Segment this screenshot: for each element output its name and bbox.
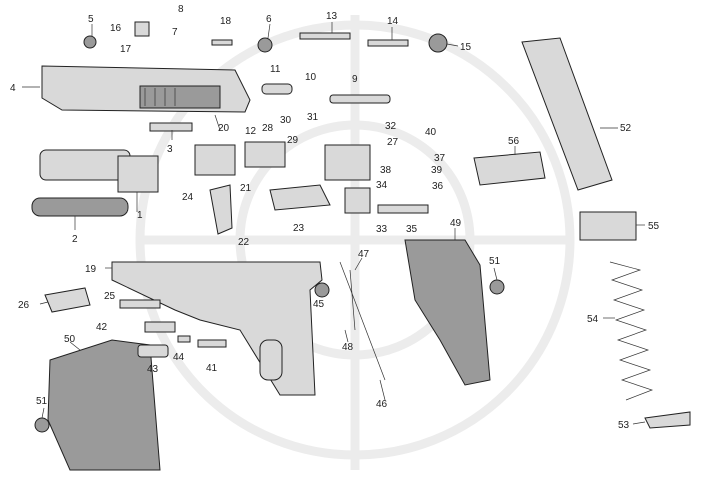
part-label-9: 9 [352, 74, 358, 85]
part-label-11: 11 [270, 64, 281, 75]
frame-part [111, 261, 323, 396]
mag-follower-part [579, 211, 637, 241]
part-label-2: 2 [72, 234, 78, 245]
mag-spring-part [609, 261, 654, 401]
part-label-40: 40 [425, 127, 437, 138]
part-label-8: 8 [178, 4, 184, 15]
right-grip-part [404, 239, 491, 386]
part-label-30: 30 [280, 115, 292, 126]
part-label-45: 45 [313, 299, 325, 310]
part-label-24: 24 [182, 192, 194, 203]
part-label-10: 10 [305, 72, 317, 83]
part-label-20: 20 [218, 123, 230, 134]
part-label-35: 35 [406, 224, 418, 235]
part-label-5: 5 [88, 14, 94, 25]
part-label-23: 23 [293, 223, 305, 234]
part-label-36: 36 [432, 181, 444, 192]
part-label-54: 54 [587, 314, 599, 325]
part-label-48: 48 [342, 342, 354, 353]
part-label-16: 16 [110, 23, 122, 34]
part-label-19: 19 [85, 264, 97, 275]
slide-part [41, 65, 251, 113]
part-label-18: 18 [220, 16, 232, 27]
part-label-53: 53 [618, 420, 630, 431]
part-label-22: 22 [238, 237, 250, 248]
part-label-42: 42 [96, 322, 108, 333]
part-label-46: 46 [376, 399, 388, 410]
part-label-14: 14 [387, 16, 399, 27]
small-parts [34, 21, 505, 433]
part-label-55: 55 [648, 221, 660, 232]
part-label-1: 1 [137, 210, 143, 221]
part-label-41: 41 [206, 363, 218, 374]
part-label-17: 17 [120, 44, 132, 55]
part-label-44: 44 [173, 352, 185, 363]
part-label-3: 3 [167, 144, 173, 155]
part-label-7: 7 [172, 27, 178, 38]
part-label-51a: 51 [489, 256, 501, 267]
part-label-32: 32 [385, 121, 397, 132]
mag-baseplate-part [644, 411, 691, 429]
part-label-52: 52 [620, 123, 632, 134]
part-label-29: 29 [287, 135, 299, 146]
part-labels: 1 2 3 4 5 6 7 8 9 10 11 12 13 14 15 16 1… [10, 4, 660, 431]
part-label-27: 27 [387, 137, 399, 148]
part-label-12: 12 [245, 126, 257, 137]
part-label-39: 39 [431, 165, 443, 176]
barrel-part [39, 149, 159, 193]
mag-top-part [473, 151, 546, 186]
part-label-43: 43 [147, 364, 159, 375]
leader-lines [22, 22, 646, 425]
part-label-6: 6 [266, 14, 272, 25]
part-label-26: 26 [18, 300, 30, 311]
part-label-33: 33 [376, 224, 388, 235]
part-label-51b: 51 [36, 396, 48, 407]
part-label-37: 37 [434, 153, 446, 164]
recoil-spring-part [31, 197, 129, 217]
part-label-15: 15 [460, 42, 472, 53]
part-label-28: 28 [262, 123, 274, 134]
part-label-25: 25 [104, 291, 116, 302]
part-label-47: 47 [358, 249, 370, 260]
part-label-56: 56 [508, 136, 520, 147]
magazine-part [521, 37, 613, 191]
part-label-34: 34 [376, 180, 388, 191]
part-label-31: 31 [307, 112, 319, 123]
part-label-13: 13 [326, 11, 338, 22]
part-label-49: 49 [450, 218, 462, 229]
part-label-21: 21 [240, 183, 252, 194]
crosshair-watermark [135, 15, 575, 470]
part-label-4: 4 [10, 83, 16, 94]
left-grip-part [47, 339, 161, 471]
part-label-38: 38 [380, 165, 392, 176]
part-label-50: 50 [64, 334, 76, 345]
